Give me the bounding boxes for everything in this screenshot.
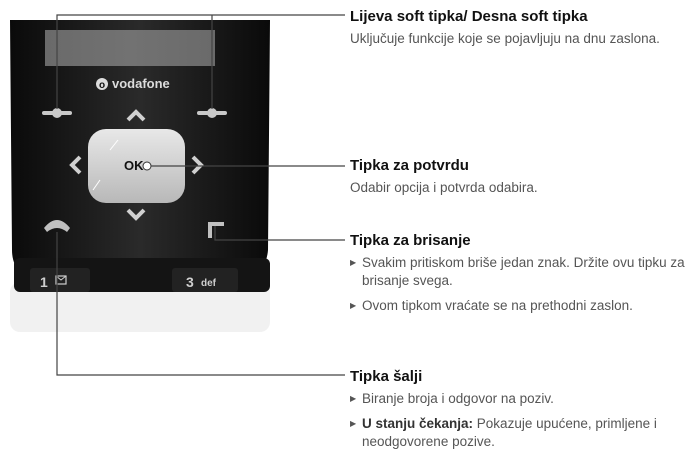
nav-up-icon: [126, 109, 146, 122]
ok-key[interactable]: OK: [88, 129, 185, 203]
svg-text:o: o: [99, 80, 105, 91]
callout-bullet-text: Pokazuje upućene, primljene i neodgovore…: [362, 416, 657, 449]
svg-text:vodafone: vodafone: [112, 76, 170, 91]
callout-bullet: Ovom tipkom vraćate se na prethodni zasl…: [350, 297, 690, 315]
nav-right-icon: [191, 155, 204, 175]
callout-title: Tipka za brisanje: [350, 232, 471, 249]
key-3[interactable]: 3 def: [172, 268, 238, 292]
callout-send-key: Tipka šalji Biranje broja i odgovor na p…: [350, 368, 690, 458]
callout-bullet: Biranje broja i odgovor na poziv.: [350, 390, 690, 408]
callout-bullet-bold: U stanju čekanja:: [362, 416, 474, 431]
callout-desc: Uključuje funkcije koje se pojavljuju na…: [350, 31, 660, 46]
svg-text:def: def: [201, 278, 217, 289]
callout-title: Lijeva soft tipka/ Desna soft tipka: [350, 8, 588, 25]
right-soft-key[interactable]: [197, 108, 227, 118]
callout-title: Tipka šalji: [350, 368, 423, 385]
send-key-icon[interactable]: [44, 220, 70, 232]
callout-bullet: Svakim pritiskom briše jedan znak. Držit…: [350, 254, 690, 290]
callout-clear-key: Tipka za brisanje Svakim pritiskom briše…: [350, 232, 690, 322]
nav-down-icon: [126, 208, 146, 221]
callout-soft-keys: Lijeva soft tipka/ Desna soft tipka Uklj…: [350, 8, 690, 48]
phone-illustration: o vodafone OK 1 3 def: [10, 20, 270, 332]
svg-text:OK: OK: [124, 158, 144, 173]
callout-confirm-key: Tipka za potvrdu Odabir opcija i potvrda…: [350, 157, 690, 197]
callout-desc: Odabir opcija i potvrda odabira.: [350, 180, 538, 195]
nav-left-icon: [69, 155, 82, 175]
callout-title: Tipka za potvrdu: [350, 157, 469, 174]
left-soft-key[interactable]: [42, 108, 72, 118]
key-1[interactable]: 1: [30, 268, 90, 292]
callout-bullet: U stanju čekanja: Pokazuje upućene, prim…: [350, 415, 690, 451]
svg-text:3: 3: [186, 274, 194, 290]
svg-text:1: 1: [40, 274, 48, 290]
